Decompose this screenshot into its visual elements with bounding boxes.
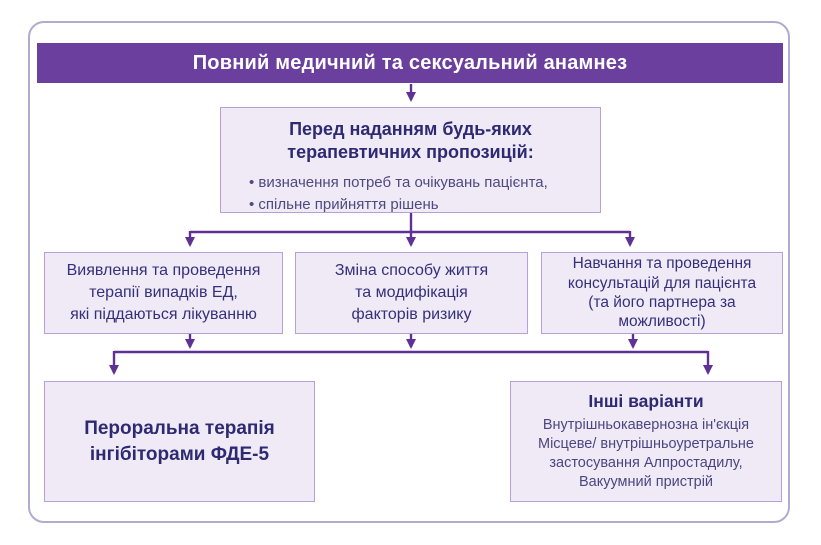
intro-bullet-list: визначення потреб та очікувань пацієнта,… (221, 172, 600, 216)
branch-box-ed-therapy: Виявлення та проведення терапії випадків… (44, 252, 283, 334)
intro-title: Перед наданням будь-яких терапевтичних п… (287, 119, 534, 163)
intro-box: Перед наданням будь-яких терапевтичних п… (220, 107, 601, 213)
header-banner: Повний медичний та сексуальний анамнез (37, 43, 783, 83)
intro-bullet-item: спільне прийняття рішень (249, 194, 590, 216)
branch-box-education: Навчання та проведення консультацій для … (541, 252, 783, 334)
branch-box-lifestyle: Зміна способу життя та модифікація факто… (295, 252, 528, 334)
outcome-box-oral-therapy: Пероральна терапія інгібіторами ФДЕ-5 (44, 381, 315, 502)
header-title: Повний медичний та сексуальний анамнез (192, 51, 628, 74)
other-options-body: Внутрішньокавернозна ін'єкція Місцеве/ в… (538, 417, 754, 491)
other-options-title: Інші варіанти (588, 391, 704, 411)
intro-bullet-item: визначення потреб та очікувань пацієнта, (249, 172, 590, 194)
outcome-box-other-options: Інші варіанти Внутрішньокавернозна ін'єк… (510, 381, 782, 502)
